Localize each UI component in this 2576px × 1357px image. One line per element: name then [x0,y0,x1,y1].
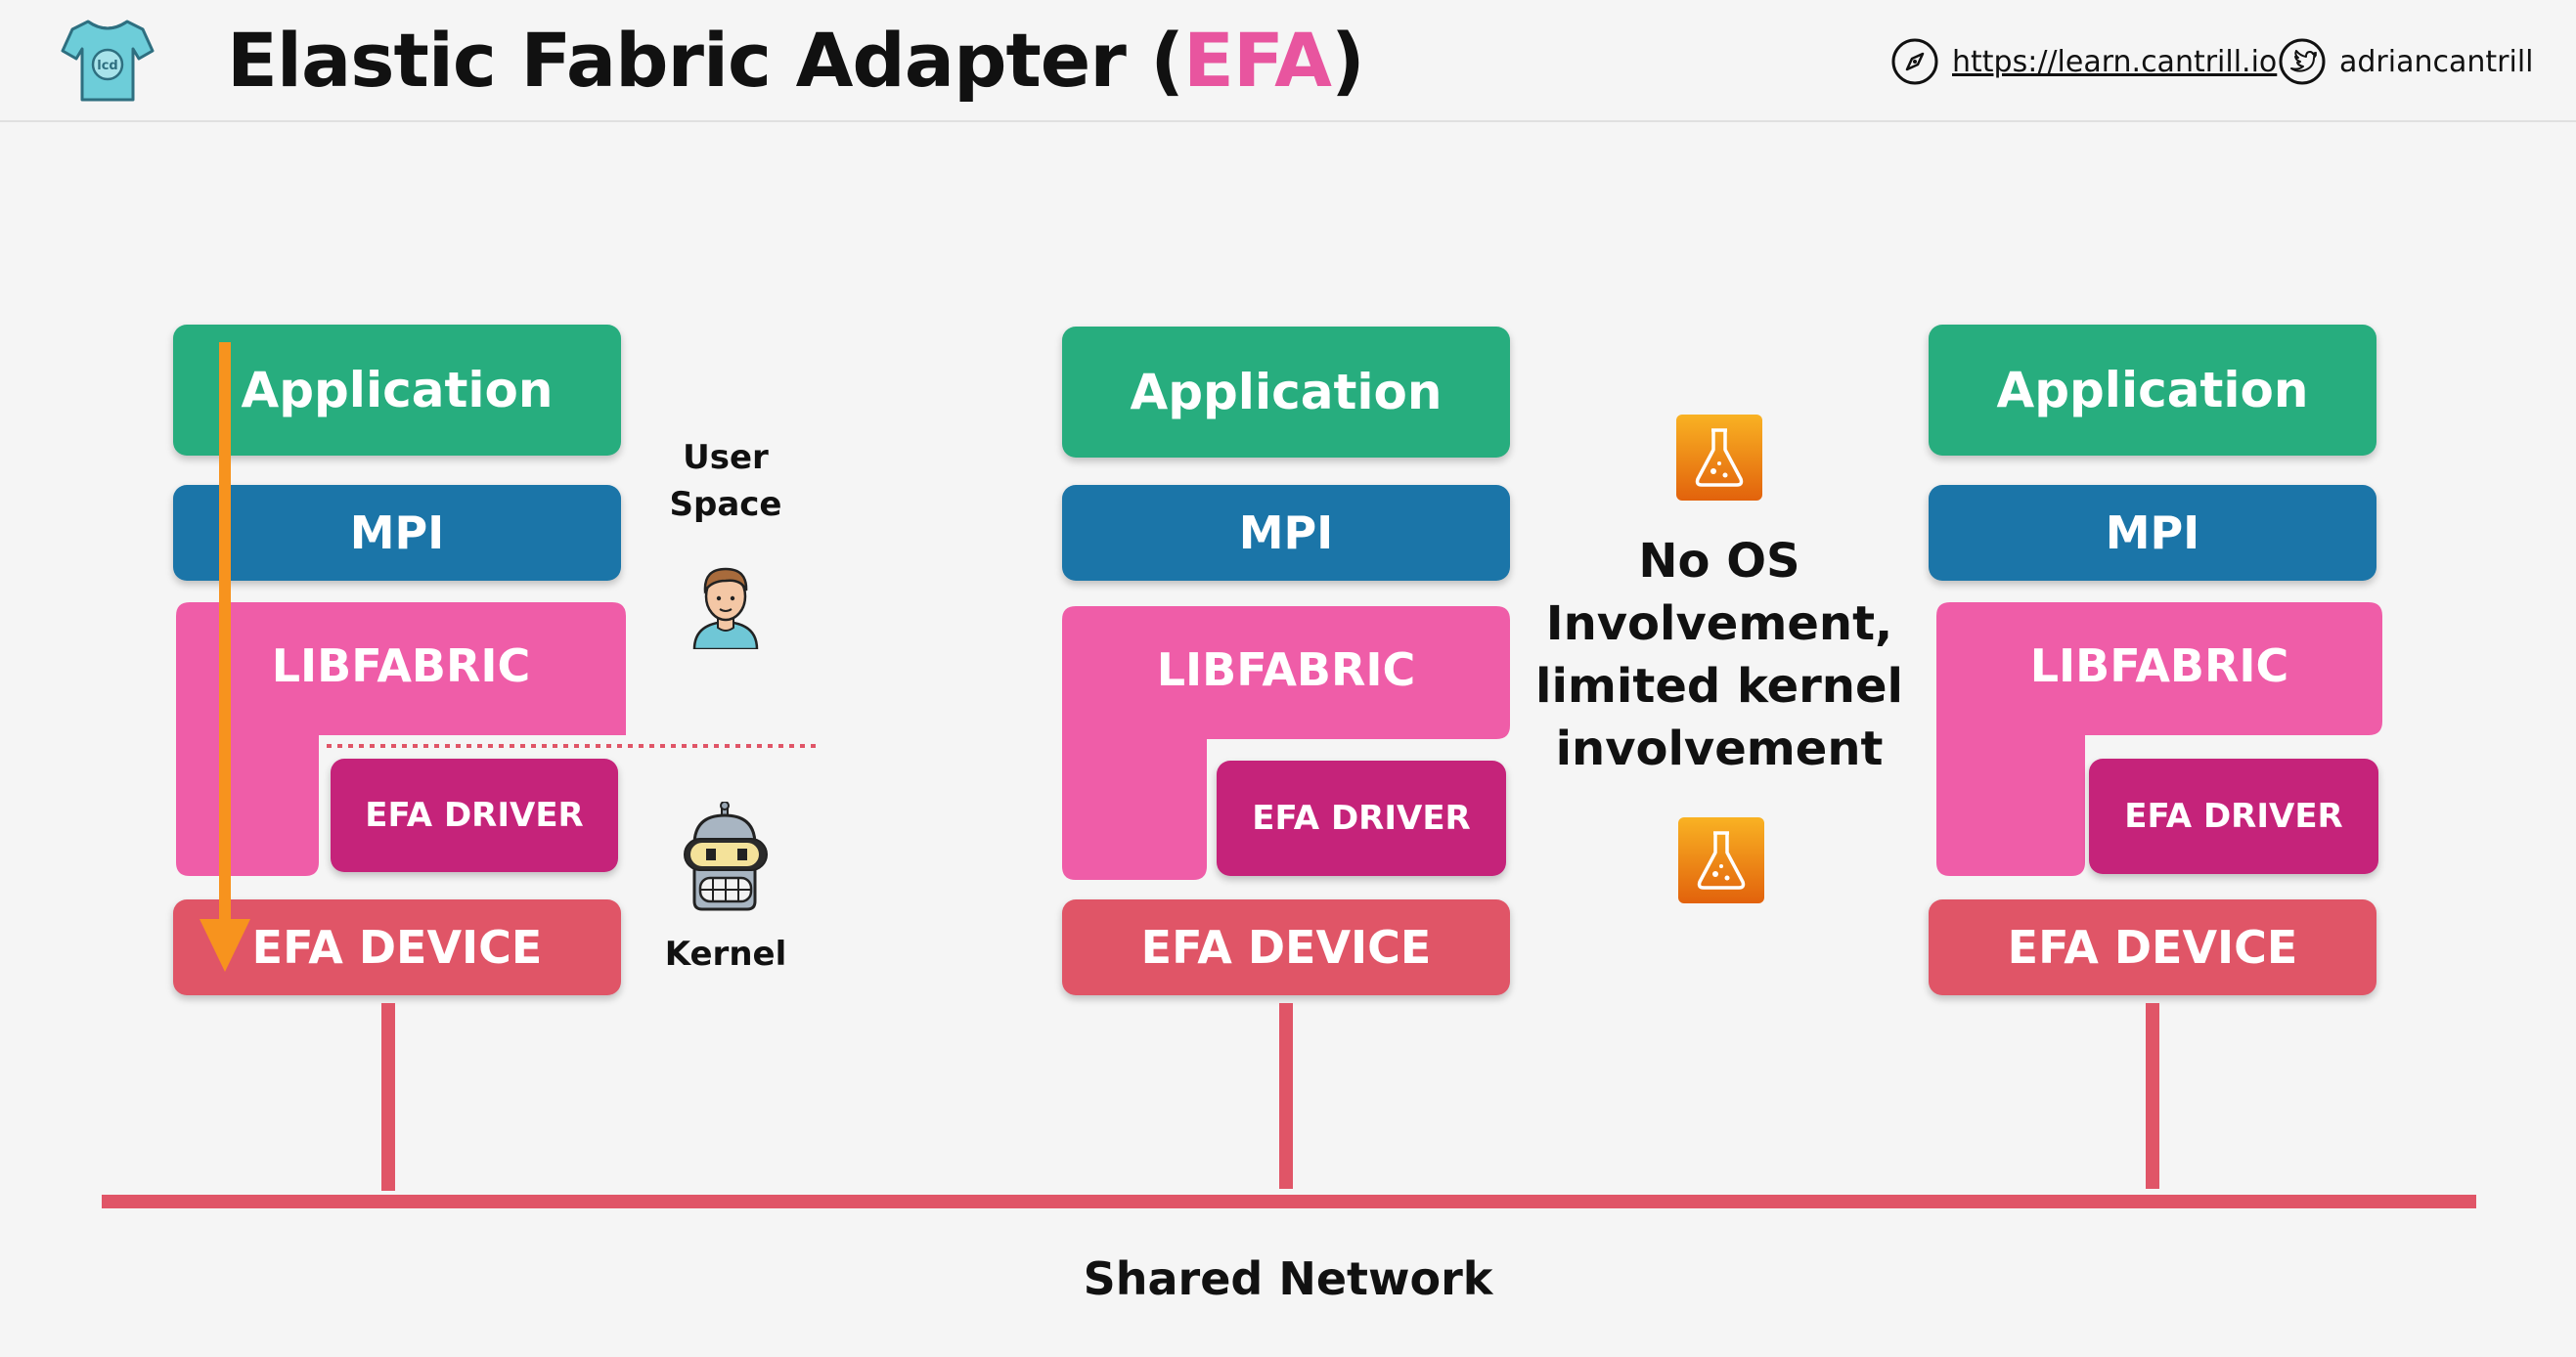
note-line4: involvement [1555,722,1884,776]
user-space-line2: Space [669,485,782,524]
efa-driver-label: EFA DRIVER [2124,797,2343,836]
mpi-label: MPI [1238,506,1334,559]
application-block: Application [173,325,621,456]
flask-icon [1676,415,1762,501]
user-space-line1: User [683,438,769,477]
title-main: Elastic Fabric Adapter ( [227,17,1184,104]
libfabric-label: LIBFABRIC [1156,643,1416,696]
efa-device-label: EFA DEVICE [1140,921,1432,974]
mpi-block: MPI [173,485,621,581]
application-label: Application [241,362,554,418]
user-avatar-icon [692,567,759,649]
website-url[interactable]: https://learn.cantrill.io [1952,44,2278,79]
efa-driver-block: EFA DRIVER [331,759,618,872]
efa-device-label: EFA DEVICE [251,921,543,974]
network-connector [1279,1003,1293,1189]
network-connector [2146,1003,2159,1189]
website-link[interactable]: https://learn.cantrill.io [1889,35,2277,88]
page-title: Elastic Fabric Adapter (EFA) [227,14,1365,108]
title-close: ) [1330,17,1365,104]
title-accent: EFA [1183,17,1332,104]
flask-icon [1678,817,1764,903]
efa-device-block: EFA DEVICE [1062,899,1510,995]
efa-device-block: EFA DEVICE [1929,899,2376,995]
no-os-note: No OS Involvement, limited kernel involv… [1526,530,1913,780]
note-line3: limited kernel [1535,659,1903,714]
kernel-label: Kernel [664,935,787,974]
note-line1: No OS [1638,534,1800,589]
application-label: Application [1996,362,2309,418]
mpi-block: MPI [1929,485,2376,581]
mpi-label: MPI [2105,506,2200,559]
network-connector [381,1003,395,1191]
twitter-link[interactable]: adriancantrill [2277,35,2534,88]
user-kernel-boundary [327,744,816,748]
libfabric-block [1936,602,2382,876]
twitter-bird-icon [2279,38,2326,85]
libfabric-block [1062,606,1510,880]
svg-text:lcd: lcd [97,59,117,73]
application-block: Application [1929,325,2376,456]
user-space-label: User Space [645,434,806,528]
application-label: Application [1130,364,1443,420]
libfabric-label: LIBFABRIC [2029,639,2289,692]
efa-driver-label: EFA DRIVER [365,796,584,835]
efa-driver-block: EFA DRIVER [2089,759,2378,874]
shared-network-line [102,1195,2476,1208]
tshirt-logo-icon: lcd [61,20,155,102]
compass-icon [1891,38,1938,85]
libfabric-label: LIBFABRIC [271,639,531,692]
efa-driver-label: EFA DRIVER [1252,799,1471,838]
note-line2: Involvement, [1545,596,1893,651]
efa-driver-block: EFA DRIVER [1217,761,1506,876]
header-bar: lcd Elastic Fabric Adapter (EFA) https:/… [0,0,2576,122]
data-path-arrow [200,342,250,972]
application-block: Application [1062,327,1510,458]
efa-device-block: EFA DEVICE [173,899,621,995]
mpi-block: MPI [1062,485,1510,581]
libfabric-block [176,602,626,876]
mpi-label: MPI [349,506,445,559]
efa-device-label: EFA DEVICE [2007,921,2298,974]
robot-head-icon [684,802,768,911]
shared-network-label: Shared Network [1083,1252,1493,1305]
twitter-handle[interactable]: adriancantrill [2339,44,2534,79]
